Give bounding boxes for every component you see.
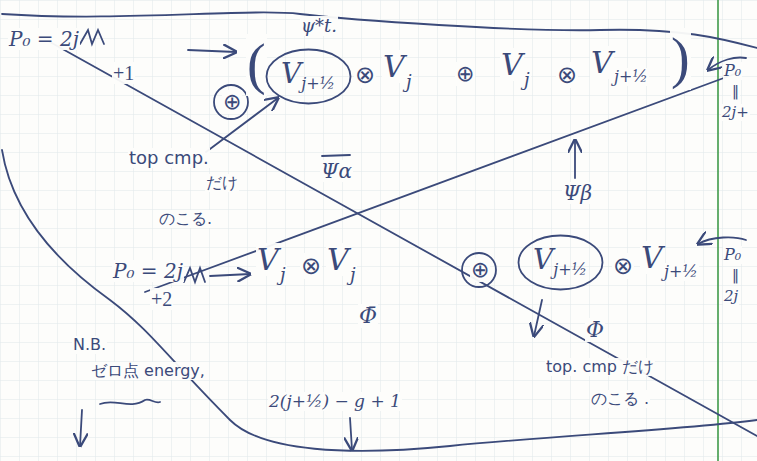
handwritten-note: ψ*t. [300,16,338,36]
overbar [322,155,350,156]
handwritten-note: ) [670,28,691,90]
arrow [188,50,236,52]
handwritten-note: N.B. [72,336,107,354]
handwritten-note: ⊕ [470,258,490,282]
handwritten-note: ⊗ [556,62,578,88]
handwritten-note: のこる . [590,390,650,408]
handwritten-note: j+½ [663,263,699,281]
handwritten-note: ‖ [731,268,740,283]
handwritten-note: ⊗ [354,62,376,88]
handwritten-note: 2j [723,288,739,305]
arrow [80,410,82,446]
term-symbol: V [533,245,553,276]
handwritten-note: 2(j+½) − g + 1 [268,392,402,411]
handwritten-note: のこる. [158,210,213,228]
handwritten-note: j [405,72,413,92]
cross-out-line [145,72,740,292]
handwritten-note: Ψα [320,160,353,182]
handwritten-note: Φ [585,318,605,342]
scribble [80,30,104,44]
handwritten-note: j [349,265,357,285]
handwritten-note: ⊕ [455,62,475,86]
term-symbol: V [281,59,301,90]
handwritten-note: top. cmp だけ [545,358,655,376]
handwritten-note: P₀ = 2j [8,28,80,50]
ring [462,253,496,287]
handwritten-note: j+½ [613,68,649,86]
handwritten-note: Φ̄ [358,304,378,328]
term-group: Vj+½ [533,245,587,279]
handwritten-note: V [590,46,614,79]
handwritten-note: ⊗ [300,253,322,279]
arrow [350,418,352,450]
handwritten-note: +2 [150,288,173,310]
cross-out-line [50,42,757,436]
arrow [210,274,250,276]
enclosing-loop [2,150,757,451]
handwritten-note: 2j+ [721,104,750,121]
handwritten-note: P₀ = 2j [112,260,184,282]
handwritten-note: top cmp. [128,148,210,168]
handwritten-note: P₀ [723,246,742,264]
handwritten-note: V [256,243,280,276]
handwritten-note: j [279,265,287,285]
arrow [574,140,576,178]
handwritten-note: ゼロ点 energy, [90,362,206,380]
handwritten-note: ⊗ [612,253,634,279]
scribble [184,268,205,282]
handwritten-note: +1 [112,62,135,84]
term-subscript: j+½ [301,75,335,93]
arrow [534,300,542,336]
scribble [100,400,160,405]
handwritten-note: ( [246,34,267,96]
term-group: Vj+½ [281,59,335,93]
handwritten-note: V [382,50,406,83]
handwritten-note: P₀ [723,62,742,80]
arrow [698,237,746,244]
handwritten-note: j [523,70,531,90]
ring [214,85,248,119]
circled-term: Vj+½ [265,48,352,105]
handwritten-note: ⊕ [222,90,242,114]
circle-outline [518,235,602,289]
handwritten-note: V [500,48,524,81]
handwritten-note: ‖ [731,84,740,99]
handwritten-note: だけ [205,174,239,192]
enclosing-loop [2,12,757,48]
margin-line [717,0,719,461]
handwritten-note: V [326,243,350,276]
handwritten-note: V [640,241,664,274]
circle-outline [266,49,350,103]
term-subscript: j+½ [553,261,587,279]
circled-term: Vj+½ [517,234,604,291]
handwritten-note: Ψβ [562,182,593,204]
